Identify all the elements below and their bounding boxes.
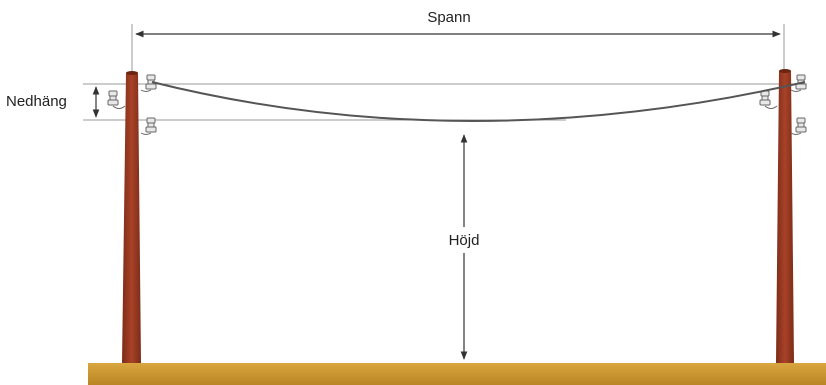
insulator-icon — [140, 117, 157, 135]
insulator-icon — [107, 74, 807, 135]
insulator-icon — [140, 74, 157, 92]
insulator-icon — [790, 117, 807, 135]
right-pole-cap — [779, 69, 791, 73]
left-pole-cap — [126, 71, 138, 75]
height-label-backdrop — [440, 227, 488, 253]
sag-label: Nedhäng — [6, 93, 67, 110]
span-label: Spann — [427, 9, 470, 26]
left-pole — [122, 73, 141, 363]
right-pole — [776, 71, 794, 363]
guide-lines — [83, 24, 807, 121]
ground — [88, 363, 826, 385]
insulator-icon — [759, 90, 778, 109]
insulator-icon — [107, 90, 126, 109]
height-label: Höjd — [449, 232, 480, 249]
power-cable — [151, 81, 806, 122]
